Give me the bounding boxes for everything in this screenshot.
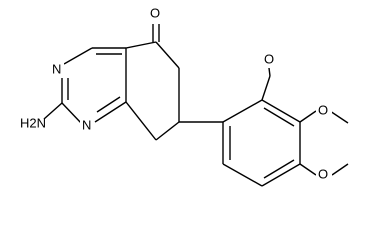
bond xyxy=(261,75,271,101)
atom-labels: O N N H2N O O O xyxy=(20,5,332,183)
methoxy-oxygen-label: O xyxy=(318,102,328,117)
bond xyxy=(261,163,301,187)
bond xyxy=(43,102,63,120)
bond xyxy=(299,163,317,176)
bond xyxy=(96,96,121,113)
bond-network xyxy=(43,24,349,187)
bond xyxy=(61,102,83,125)
bond xyxy=(222,163,263,187)
bond xyxy=(331,163,349,176)
bond xyxy=(125,101,157,141)
methoxy-oxygen-label: O xyxy=(318,166,328,181)
bond xyxy=(263,107,295,127)
bond xyxy=(263,159,295,179)
bond xyxy=(125,41,157,49)
bond xyxy=(155,121,180,141)
bond xyxy=(155,41,180,69)
chemical-structure-diagram: O N N H2N O O O xyxy=(20,5,349,187)
bond xyxy=(329,110,349,124)
ring-nitrogen-bottom-label: N xyxy=(82,117,91,132)
bond xyxy=(94,101,127,123)
ring-nitrogen-top-label: N xyxy=(52,61,61,76)
amine-label: H2N xyxy=(20,115,46,130)
bond xyxy=(63,47,93,65)
bond xyxy=(222,99,263,123)
bond xyxy=(299,110,317,123)
bond xyxy=(261,99,301,123)
methoxy-oxygen-label: O xyxy=(264,51,274,66)
ketone-oxygen-label: O xyxy=(150,5,160,20)
